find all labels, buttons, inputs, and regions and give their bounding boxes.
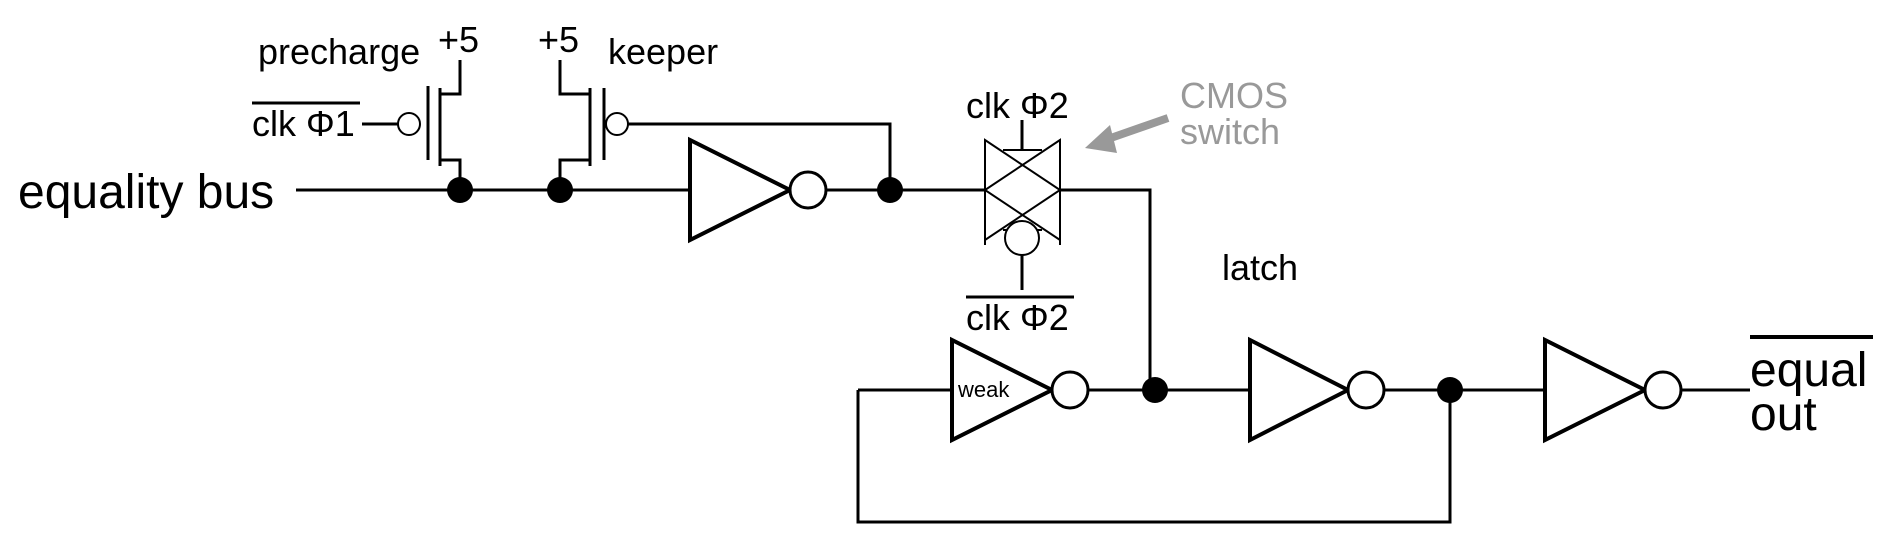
vdd-keeper-label: +5 xyxy=(538,19,579,60)
precharge-bubble xyxy=(397,112,421,136)
keeper-source-wire xyxy=(558,60,590,96)
keeper-feedback-wire xyxy=(630,122,892,190)
wires xyxy=(296,60,1750,524)
cmos-arrow xyxy=(1085,114,1170,153)
keeper-bubble xyxy=(605,112,629,136)
equality-bus-label: equality bus xyxy=(18,166,274,219)
junction-dot xyxy=(1437,377,1463,403)
clk-phi2-bar-label: clk Φ2 xyxy=(966,297,1069,338)
weak-label: weak xyxy=(957,377,1010,402)
pmos-bubbles xyxy=(397,112,629,136)
clk-phi1-bar-label: clk Φ1 xyxy=(252,103,355,144)
junction-dot xyxy=(447,177,473,203)
switch-bubble xyxy=(1004,220,1040,256)
junction-dot xyxy=(547,177,573,203)
precharge-source-wire xyxy=(440,60,462,96)
inverter-weak xyxy=(950,336,1090,444)
inverters xyxy=(688,136,1683,444)
junction-dot xyxy=(1142,377,1168,403)
equal-label: equal xyxy=(1750,344,1867,397)
inverter-output xyxy=(1543,336,1683,444)
latch-loop-wire xyxy=(856,390,1452,524)
cmos-switch xyxy=(983,138,1062,256)
junction-dot xyxy=(877,177,903,203)
precharge-label: precharge xyxy=(258,31,420,72)
inverter-latch xyxy=(1248,336,1386,444)
clk-phi2-label: clk Φ2 xyxy=(966,85,1069,126)
vdd-precharge-label: +5 xyxy=(438,19,479,60)
junctions xyxy=(447,177,1463,403)
switch-out-wire xyxy=(1060,188,1152,388)
cmos-label: CMOS xyxy=(1180,75,1288,116)
keeper-label: keeper xyxy=(608,31,718,72)
latch-label: latch xyxy=(1222,247,1298,288)
switch-label: switch xyxy=(1180,111,1280,152)
inverter-1 xyxy=(688,136,828,244)
out-label: out xyxy=(1750,388,1817,441)
